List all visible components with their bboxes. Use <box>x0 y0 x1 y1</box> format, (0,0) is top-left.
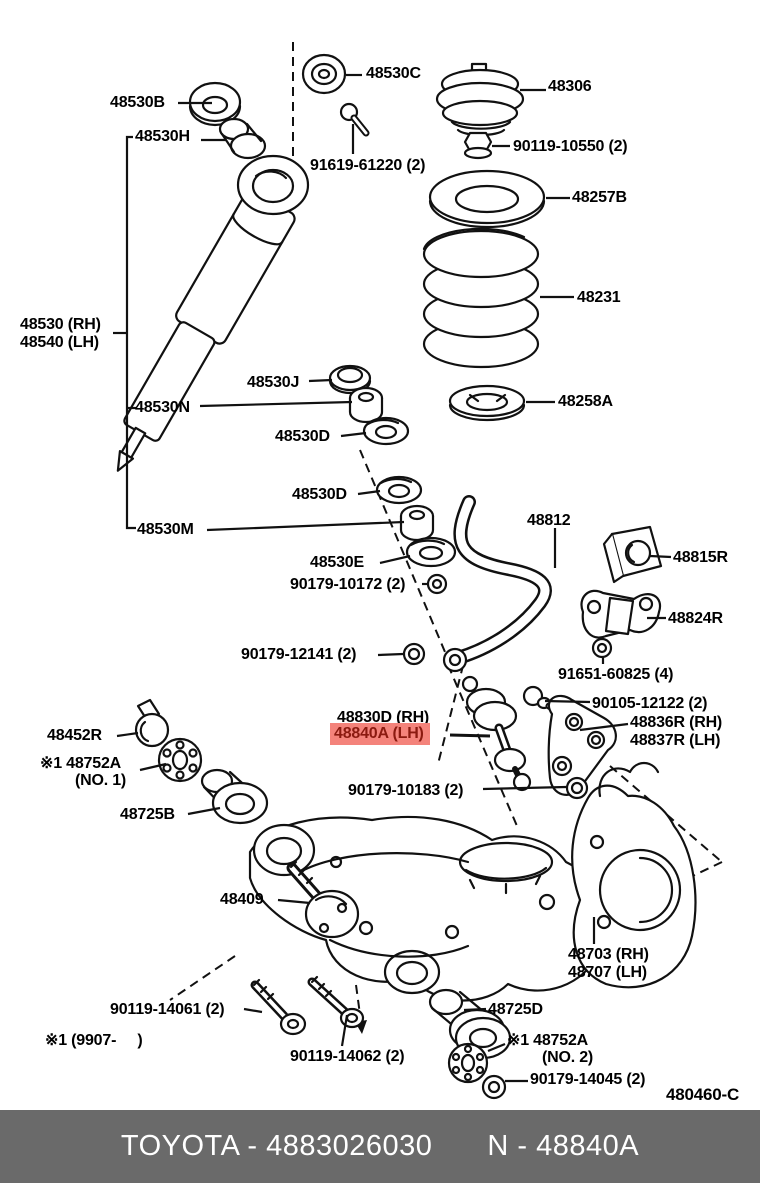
part-label-48540-lh[interactable]: 48540 (LH) <box>20 334 99 351</box>
part-label-90179-12141[interactable]: 90179-12141 (2) <box>241 646 357 663</box>
washer-48530d-upper <box>362 416 410 446</box>
part-label-48530m[interactable]: 48530M <box>137 521 194 538</box>
nut-90179-10183 <box>565 776 589 800</box>
bracket-48824r <box>580 589 662 639</box>
stabilizer-link-48830d <box>461 675 532 792</box>
part-label-90179-10183[interactable]: 90179-10183 (2) <box>348 782 464 799</box>
washer-48530b <box>188 81 242 127</box>
bolt-90119-10550 <box>463 131 493 160</box>
stabilizer-bar-48812 <box>442 495 552 673</box>
part-label-48530c[interactable]: 48530C <box>366 65 421 82</box>
footer-brand-part-number: TOYOTA - 4883026030 <box>120 1130 433 1162</box>
part-label-48752a-no1-suffix: (NO. 1) <box>75 772 127 789</box>
part-label-48815r[interactable]: 48815R <box>673 549 728 566</box>
part-label-48707-lh[interactable]: 48707 (LH) <box>568 964 647 981</box>
part-label-90179-10172[interactable]: 90179-10172 (2) <box>290 576 406 593</box>
part-label-48306[interactable]: 48306 <box>548 78 592 95</box>
diagram-code: 480460-C <box>666 1085 740 1104</box>
part-label-48530d-upper[interactable]: 48530D <box>275 428 330 445</box>
bushing-48530n <box>348 386 384 424</box>
bolt-90119-14062 <box>307 975 365 1029</box>
support-48306 <box>435 62 525 137</box>
shock-absorber-body <box>116 154 310 472</box>
part-label-48530b[interactable]: 48530B <box>110 94 165 111</box>
part-label-48836r-rh[interactable]: 48836R (RH) <box>630 714 723 731</box>
part-label-48703-rh[interactable]: 48703 (RH) <box>568 946 649 963</box>
seat-48257b <box>428 169 546 229</box>
camber-bolt-48409 <box>286 860 360 939</box>
part-label-48812[interactable]: 48812 <box>527 512 571 529</box>
part-label-48530e[interactable]: 48530E <box>310 554 364 571</box>
part-label-48231[interactable]: 48231 <box>577 289 621 306</box>
applicability-note: ※1 (9907- ) <box>45 1032 143 1049</box>
part-label-48530d-lower[interactable]: 48530D <box>292 486 347 503</box>
part-label-91619-61220[interactable]: 91619-61220 (2) <box>310 157 426 174</box>
bolt-91651 <box>591 637 613 659</box>
bolt-91619 <box>339 102 370 137</box>
part-label-48530h[interactable]: 48530H <box>135 128 190 145</box>
nut-90179-10172 <box>426 573 448 595</box>
washer-48530d-lower <box>375 475 423 505</box>
bushing-48815r <box>602 525 663 584</box>
part-label-48452r[interactable]: 48452R <box>47 727 102 744</box>
footer-reference-part: N - 48840A <box>487 1130 640 1162</box>
insulator-48258a <box>448 384 526 422</box>
bushing-48725b <box>200 768 269 825</box>
bushing-48530h <box>218 117 267 160</box>
nut-90179-14045 <box>481 1074 507 1100</box>
part-label-48409[interactable]: 48409 <box>220 891 264 908</box>
part-label-90119-14062[interactable]: 90119-14062 (2) <box>290 1048 405 1065</box>
part-label-48752a-no2[interactable]: ※1 48752A <box>507 1032 588 1049</box>
part-label-48830d-rh[interactable]: 48830D (RH) <box>337 709 430 726</box>
plate-washer-48752a-no2 <box>447 1042 489 1084</box>
part-label-91651-60825[interactable]: 91651-60825 (4) <box>558 666 674 683</box>
part-label-48530n[interactable]: 48530N <box>135 399 190 416</box>
nut-90179-12141 <box>402 642 426 666</box>
part-label-48258a[interactable]: 48258A <box>558 393 613 410</box>
part-label-90105-12122[interactable]: 90105-12122 (2) <box>592 695 708 712</box>
part-label-48752a-no2-suffix: (NO. 2) <box>542 1049 594 1066</box>
part-label-90119-14061[interactable]: 90119-14061 (2) <box>110 1001 225 1018</box>
part-label-48530j[interactable]: 48530J <box>247 374 300 391</box>
plate-washer-48752a-no1 <box>157 737 203 783</box>
part-label-48840a-lh-highlighted[interactable]: 48840A (LH) <box>330 723 430 746</box>
part-label-48725b[interactable]: 48725B <box>120 806 175 823</box>
washer-48530j <box>328 364 372 395</box>
part-label-48257b[interactable]: 48257B <box>572 189 627 206</box>
parts-diagram <box>113 42 723 1100</box>
bracket-48836r <box>547 694 617 796</box>
part-label-48530-rh[interactable]: 48530 (RH) <box>20 316 101 333</box>
part-label-48824r[interactable]: 48824R <box>668 610 723 627</box>
part-label-48725d[interactable]: 48725D <box>488 1001 543 1018</box>
part-label-48837r-lh[interactable]: 48837R (LH) <box>630 732 721 749</box>
knuckle-48703 <box>571 761 697 989</box>
washer-48530e <box>405 536 457 568</box>
part-label-90179-14045[interactable]: 90179-14045 (2) <box>530 1071 646 1088</box>
lower-control-arm <box>248 815 609 1002</box>
cam-48452r <box>134 698 170 748</box>
coil-spring-48231 <box>422 227 540 369</box>
footer-bar: TOYOTA - 4883026030 N - 48840A <box>0 1110 760 1183</box>
washer-48530c <box>301 53 347 95</box>
bolt-90119-14061 <box>250 978 307 1036</box>
part-label-48752a-no1[interactable]: ※1 48752A <box>40 755 121 772</box>
part-label-90119-10550[interactable]: 90119-10550 (2) <box>513 138 628 155</box>
bushing-48530m <box>399 504 435 542</box>
leader-lines <box>113 73 672 1083</box>
